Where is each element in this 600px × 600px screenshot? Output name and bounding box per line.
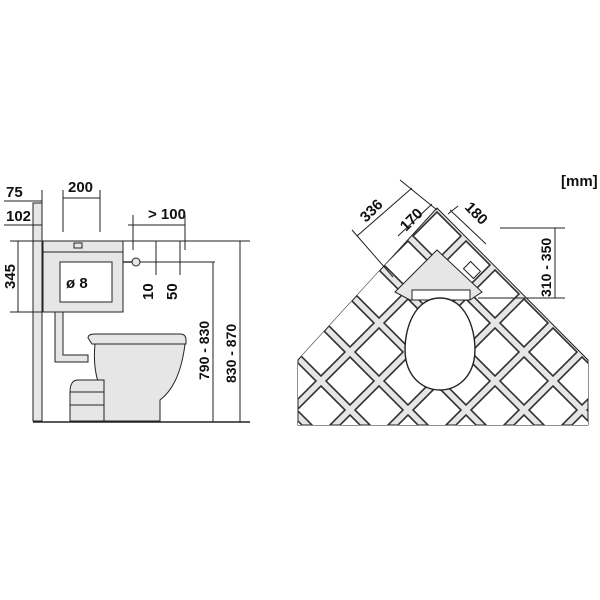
floor-tile (353, 326, 405, 378)
toilet-bowl (93, 343, 186, 422)
inlet-valve (131, 257, 141, 267)
floor-tile (298, 297, 318, 349)
dim-inlet-drop-1: 10 (140, 283, 157, 300)
dim-cistern-width: 200 (68, 179, 93, 196)
floor-tile (585, 326, 588, 378)
floor-tile (585, 268, 588, 320)
floor-tile (498, 297, 550, 349)
floor-tile (527, 326, 579, 378)
dim-cistern-height: 345 (2, 264, 19, 289)
floor-tile (324, 239, 376, 291)
floor-tile (298, 210, 347, 262)
floor-tile (556, 355, 588, 407)
pipe-diameter-box (59, 261, 113, 303)
floor-tile (298, 384, 347, 425)
side-view: ø 8 75 102 200 > 100 345 (2, 179, 250, 423)
floor-tile (527, 384, 579, 425)
dim-336-line (356, 187, 413, 237)
floor-tile (353, 384, 405, 425)
dim-corner-diagonal: 336 (357, 196, 387, 226)
flush-button (73, 242, 83, 249)
corner-toilet-bowl (404, 297, 476, 391)
unit-label: [mm] (561, 173, 598, 190)
floor-tile (585, 384, 588, 425)
floor-tile (239, 212, 287, 260)
floor-tile (181, 212, 229, 260)
dim-wall-thickness: 75 (6, 184, 23, 201)
floor-tile (556, 239, 588, 291)
floor-tile (469, 268, 521, 320)
dim-336-ext-right (399, 179, 438, 211)
floor-tile (469, 384, 521, 425)
floor-tile (210, 241, 258, 289)
dim-180-tick (447, 205, 459, 215)
toilet-outlet (69, 379, 105, 422)
corner-flush-button (462, 260, 482, 280)
floor-tile (298, 239, 318, 291)
floor-tile (152, 241, 200, 289)
pipe-diameter-label: ø 8 (66, 275, 88, 292)
dim-170-line (397, 203, 433, 237)
floor-tile (469, 326, 521, 378)
corner-cistern (394, 249, 483, 301)
dim-height-range-2: 830 - 870 (223, 324, 239, 383)
floor-tile (298, 355, 318, 407)
floor-tile (239, 386, 287, 434)
dim-corner-height-range: 310 - 350 (538, 238, 554, 297)
dim-corner-right-edge: 180 (461, 199, 491, 229)
dim-wall-to-outlet: 102 (6, 208, 31, 225)
floor-tile (411, 384, 463, 425)
floor-tile (585, 210, 588, 262)
dim-180-line (449, 209, 487, 245)
floor-tile (181, 270, 229, 318)
floor-tile (324, 355, 376, 407)
floor-tile (239, 270, 287, 318)
dim-inlet-offset: > 100 (148, 206, 186, 223)
floor-tile (498, 355, 550, 407)
dim-inlet-drop-2: 50 (164, 283, 181, 300)
floor-tile (298, 268, 347, 320)
seat-hinge (411, 289, 471, 301)
floor-tile (239, 328, 287, 376)
dim-336-ext-left (351, 229, 394, 278)
toilet-seat (87, 333, 187, 345)
dim-height-range-1: 790 - 830 (196, 321, 212, 380)
floor-tile (181, 386, 229, 434)
flush-pipe (54, 311, 89, 363)
